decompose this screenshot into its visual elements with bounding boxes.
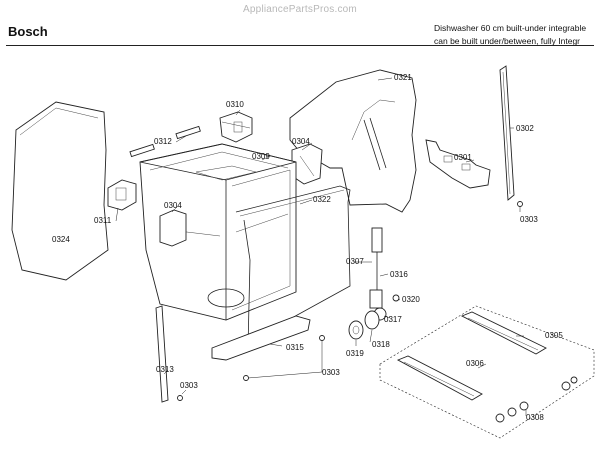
callout-0303-center: 0303 — [322, 368, 340, 377]
callout-0309: 0309 — [252, 152, 270, 161]
callout-0321: 0321 — [394, 73, 412, 82]
callout-0310: 0310 — [226, 100, 244, 109]
callout-0316: 0316 — [390, 270, 408, 279]
callout-0318: 0318 — [372, 340, 390, 349]
part-0308-feet[interactable] — [495, 376, 578, 423]
callout-0301: 0301 — [454, 153, 472, 162]
part-0302-side-rail[interactable] — [499, 65, 515, 201]
model-description: Dishwasher 60 cm built-under integrable … — [434, 22, 600, 48]
part-0307-hose[interactable] — [369, 227, 383, 309]
callout-0303-left: 0303 — [180, 381, 198, 390]
part-0319-nut[interactable] — [348, 320, 364, 340]
callout-0307: 0307 — [346, 257, 364, 266]
part-0324-side-panel[interactable] — [11, 101, 109, 281]
leader-lines — [115, 77, 527, 416]
callout-0302: 0302 — [516, 124, 534, 133]
part-0318-valve[interactable] — [364, 310, 380, 330]
part-0315-base-plate[interactable] — [211, 315, 311, 361]
description-line-2: can be built under/between, fully Integr — [434, 36, 581, 46]
part-0303-screws[interactable] — [177, 201, 523, 401]
part-0305-rail[interactable] — [460, 311, 547, 355]
part-0322-door-gasket[interactable] — [235, 185, 351, 349]
tub-frame[interactable] — [139, 143, 297, 321]
callout-0312: 0312 — [154, 137, 172, 146]
callout-0311: 0311 — [94, 216, 112, 225]
description-line-1: Dishwasher 60 cm built-under integrable — [434, 23, 587, 33]
part-0304-bracket-upper[interactable] — [291, 143, 323, 185]
part-0306-rail[interactable] — [396, 355, 483, 401]
callout-0304-lower: 0304 — [164, 201, 182, 210]
part-0304-bracket-lower[interactable] — [159, 209, 187, 247]
callout-0305: 0305 — [545, 331, 563, 340]
callout-0304-upper: 0304 — [292, 137, 310, 146]
part-0301-bracket[interactable] — [425, 139, 491, 189]
part-0320-screw[interactable] — [392, 294, 400, 302]
callout-0322: 0322 — [313, 195, 331, 204]
callout-0317: 0317 — [384, 315, 402, 324]
callout-0320: 0320 — [402, 295, 420, 304]
part-0312-pins[interactable] — [129, 125, 201, 158]
part-0313-trim-strip[interactable] — [155, 305, 169, 403]
callout-labels: 0321 0310 0302 0312 0309 0304 0301 0311 … — [52, 73, 563, 422]
callout-0315: 0315 — [286, 343, 304, 352]
part-0311-bracket[interactable] — [107, 179, 137, 211]
callout-0319: 0319 — [346, 349, 364, 358]
callout-0313: 0313 — [156, 365, 174, 374]
brand-name: Bosch — [8, 24, 48, 39]
callout-0308: 0308 — [526, 413, 544, 422]
callout-0303-right: 0303 — [520, 215, 538, 224]
part-0310-hinge-bracket[interactable] — [219, 111, 253, 143]
watermark: AppliancePartsPros.com — [243, 4, 357, 15]
callout-0324: 0324 — [52, 235, 70, 244]
callout-0306: 0306 — [466, 359, 484, 368]
feet-assembly-group — [379, 305, 595, 439]
header-rule — [6, 45, 594, 46]
